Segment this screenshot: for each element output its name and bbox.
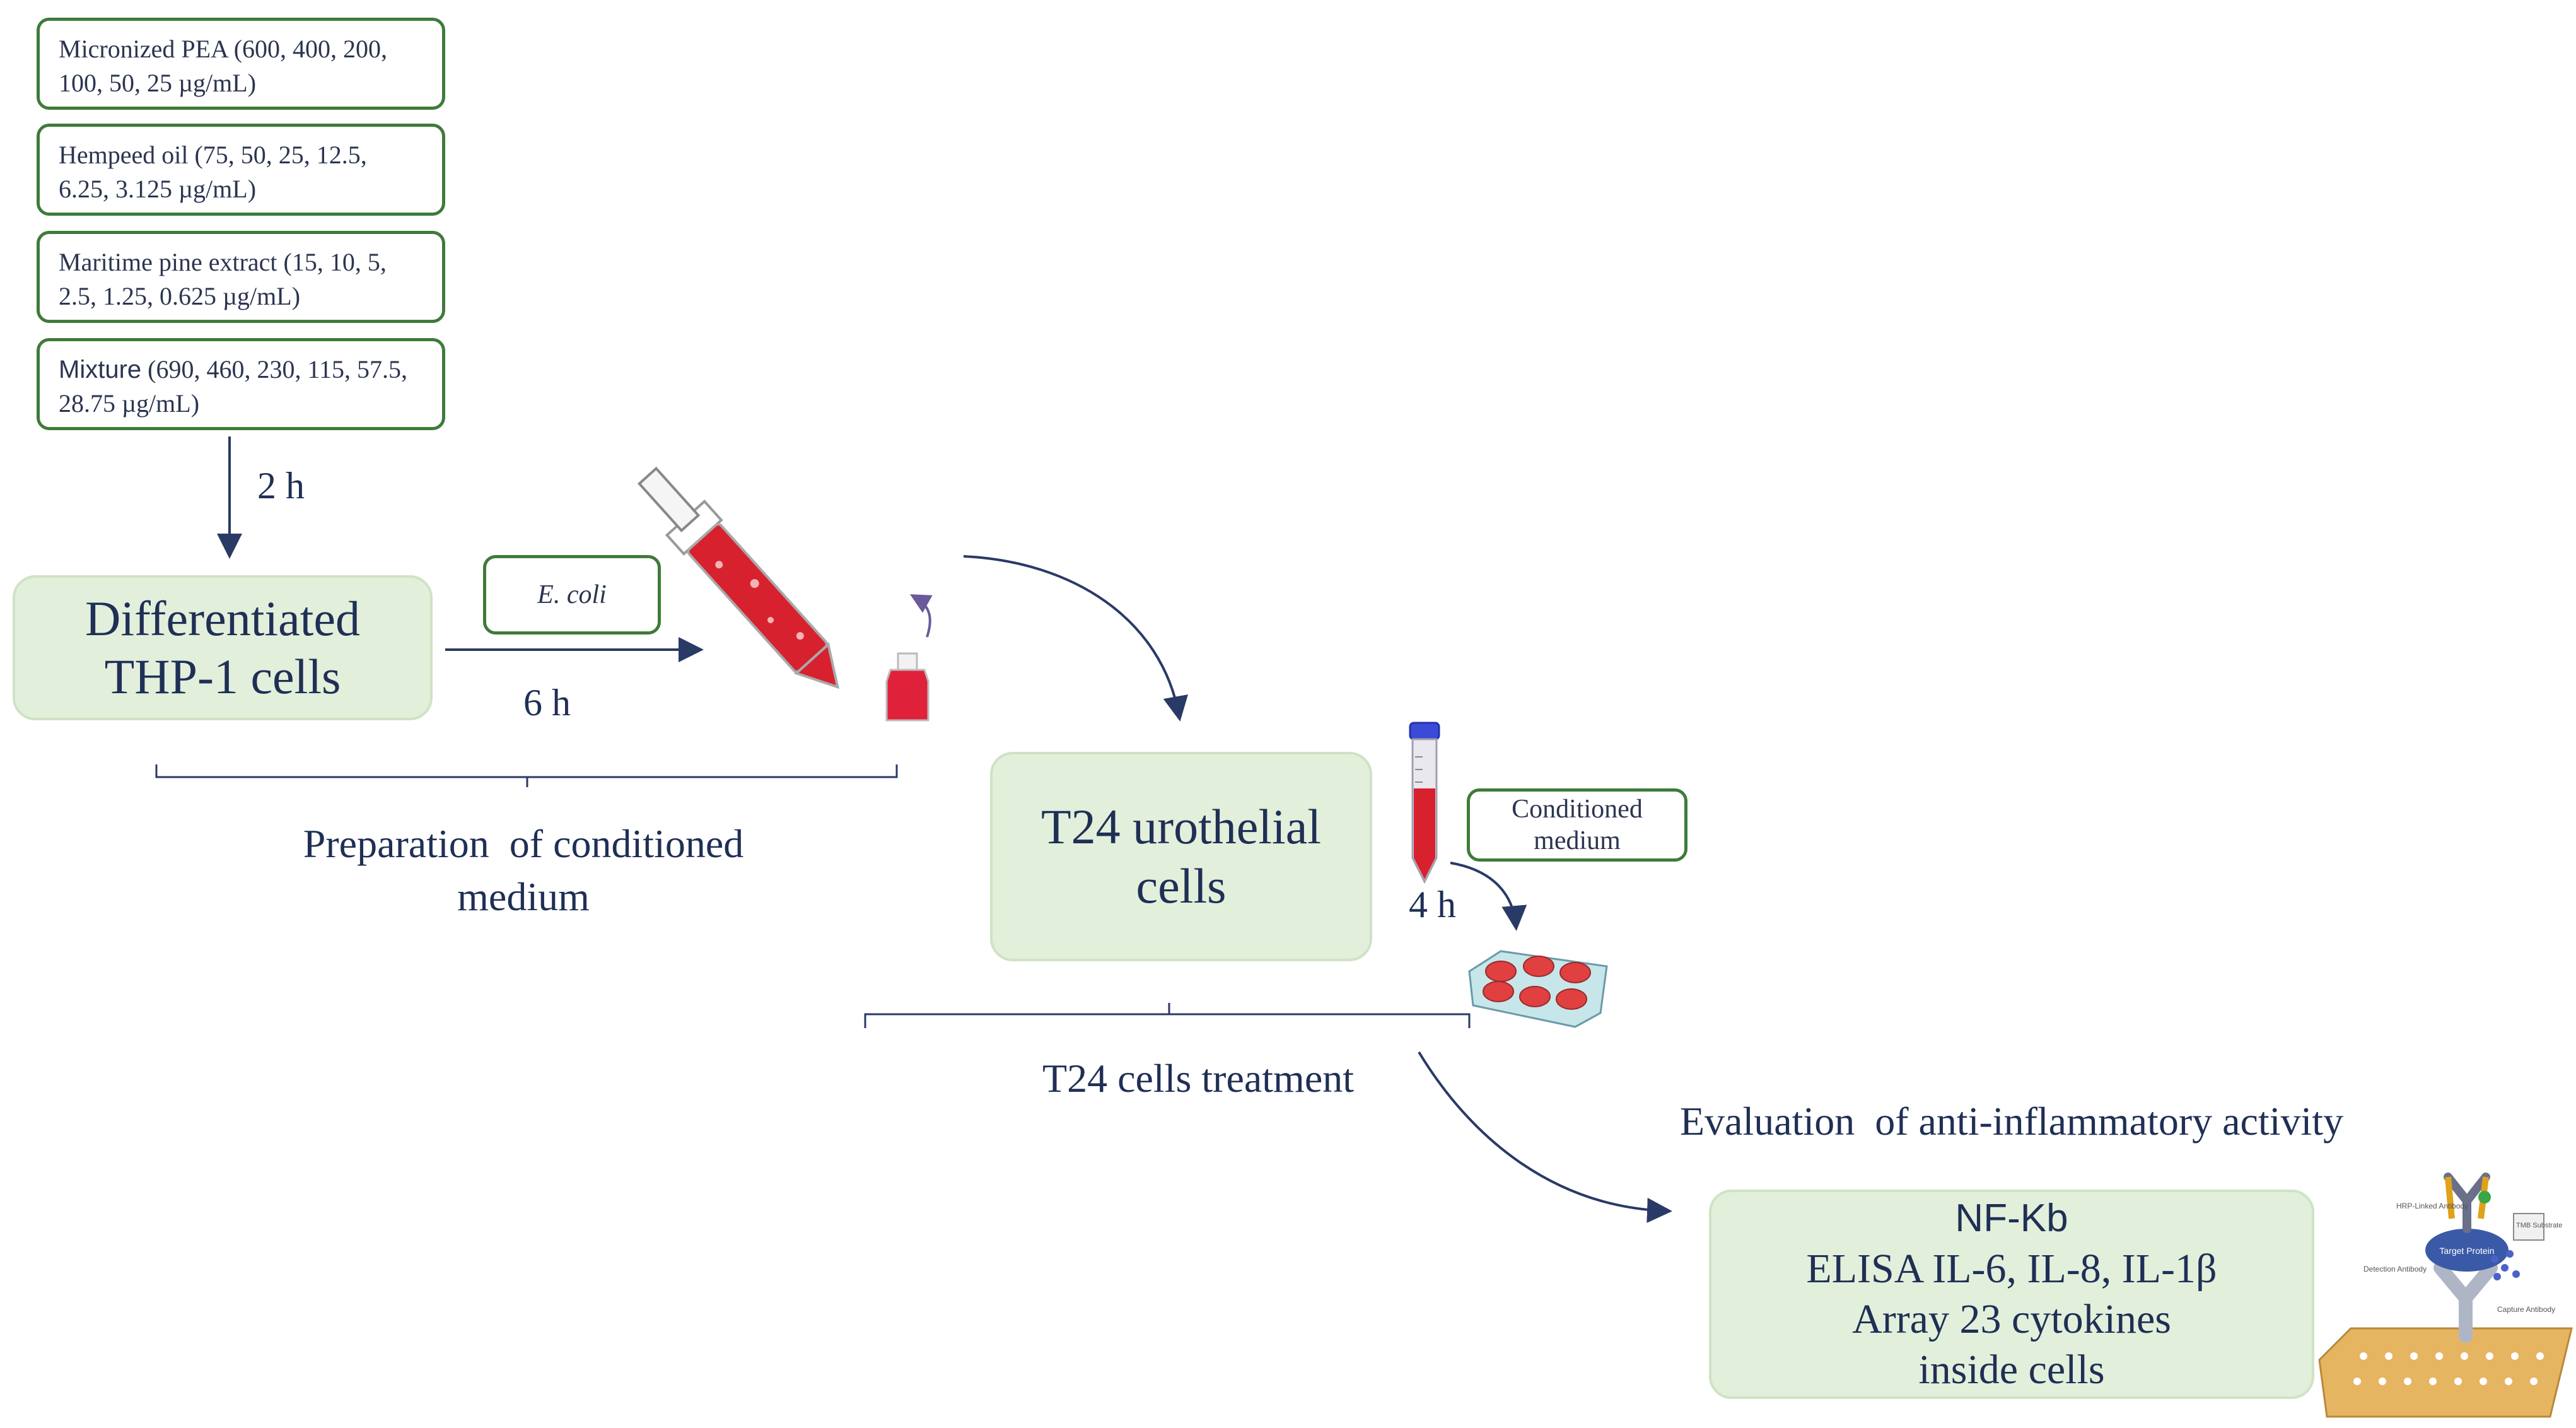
treatment-name: Mixture — [59, 356, 142, 383]
treatment-text: Maritime pine extract (15, 10, 5, 2.5, 1… — [59, 248, 387, 310]
preparation-bracket — [155, 764, 898, 787]
t24-line1: T24 urothelial — [1040, 799, 1322, 854]
preparation-line2: medium — [457, 874, 590, 919]
treatment-text: (690, 460, 230, 115, 57.5, 28.75 µg/mL) — [59, 355, 407, 418]
treatment-text: Hempeed oil (75, 50, 25, 12.5, 6.25, 3.1… — [59, 141, 367, 203]
arrow-to-results — [1418, 1051, 1672, 1223]
results-elisa: ELISA IL-6, IL-8, IL-1β — [1806, 1246, 2217, 1292]
thp1-line1: Differentiated — [85, 591, 360, 646]
t24-line2: cells — [1136, 858, 1227, 913]
flask-icon — [885, 652, 930, 722]
t24-treatment-caption: T24 cells treatment — [1042, 1056, 1355, 1101]
treatment-box-mixture: Mixture (690, 460, 230, 115, 57.5, 28.75… — [37, 338, 445, 430]
conditioned-medium-box: Conditioned medium — [1467, 788, 1687, 862]
curved-arrow-small — [910, 594, 933, 638]
thp1-line2: THP-1 cells — [104, 649, 341, 704]
results-array: Array 23 cytokines — [1852, 1296, 2171, 1342]
t24-cells-box: T24 urothelial cells — [990, 752, 1372, 961]
arrow-2h-label: 2 h — [257, 465, 305, 506]
conditioned-line2: medium — [1534, 826, 1621, 855]
results-nfkb: NF-Kb — [1955, 1197, 2068, 1240]
elisa-hrp-label: HRP-Linked Antibody — [2396, 1202, 2468, 1210]
ecoli-label: E. coli — [537, 580, 607, 609]
results-box: NF-Kb ELISA IL-6, IL-8, IL-1β Array 23 c… — [1709, 1190, 2314, 1399]
treatment-box-pea: Micronized PEA (600, 400, 200, 100, 50, … — [37, 18, 445, 110]
ecoli-box: E. coli — [483, 555, 661, 635]
treatment-text: Micronized PEA (600, 400, 200, 100, 50, … — [59, 35, 388, 97]
results-inside: inside cells — [1918, 1347, 2105, 1393]
elisa-detection-label: Detection Antibody — [2363, 1265, 2427, 1273]
evaluation-title: Evaluation of anti-inflammatory activity — [1679, 1099, 2344, 1144]
elisa-tmb-label: TMB Substrate — [2516, 1222, 2562, 1229]
t24-treatment-bracket — [864, 1003, 1471, 1028]
arrow-4h-label: 4 h — [1409, 884, 1456, 925]
treatment-box-hempseed-oil: Hempeed oil (75, 50, 25, 12.5, 6.25, 3.1… — [37, 124, 445, 216]
elisa-capture-label: Capture Antibody — [2497, 1305, 2555, 1314]
arrow-to-plate — [1450, 862, 1527, 931]
syringe-icon — [637, 466, 840, 689]
conditioned-line1: Conditioned — [1512, 795, 1643, 824]
arrow-to-t24 — [963, 555, 1189, 722]
arrow-6h-label: 6 h — [523, 682, 571, 723]
tube-icon — [1409, 722, 1440, 884]
preparation-line1: Preparation of conditioned — [303, 821, 744, 866]
elisa-figure: Target Protein HRP-Linked Antibody TMB S… — [2318, 1173, 2573, 1418]
thp1-cells-box: Differentiated THP-1 cells — [13, 575, 433, 720]
well-plate-icon — [1468, 950, 1608, 1028]
treatment-box-pine-extract: Maritime pine extract (15, 10, 5, 2.5, 1… — [37, 231, 445, 323]
preparation-caption: Preparation of conditioned medium — [240, 817, 807, 923]
elisa-target-label: Target Protein — [2439, 1246, 2494, 1256]
